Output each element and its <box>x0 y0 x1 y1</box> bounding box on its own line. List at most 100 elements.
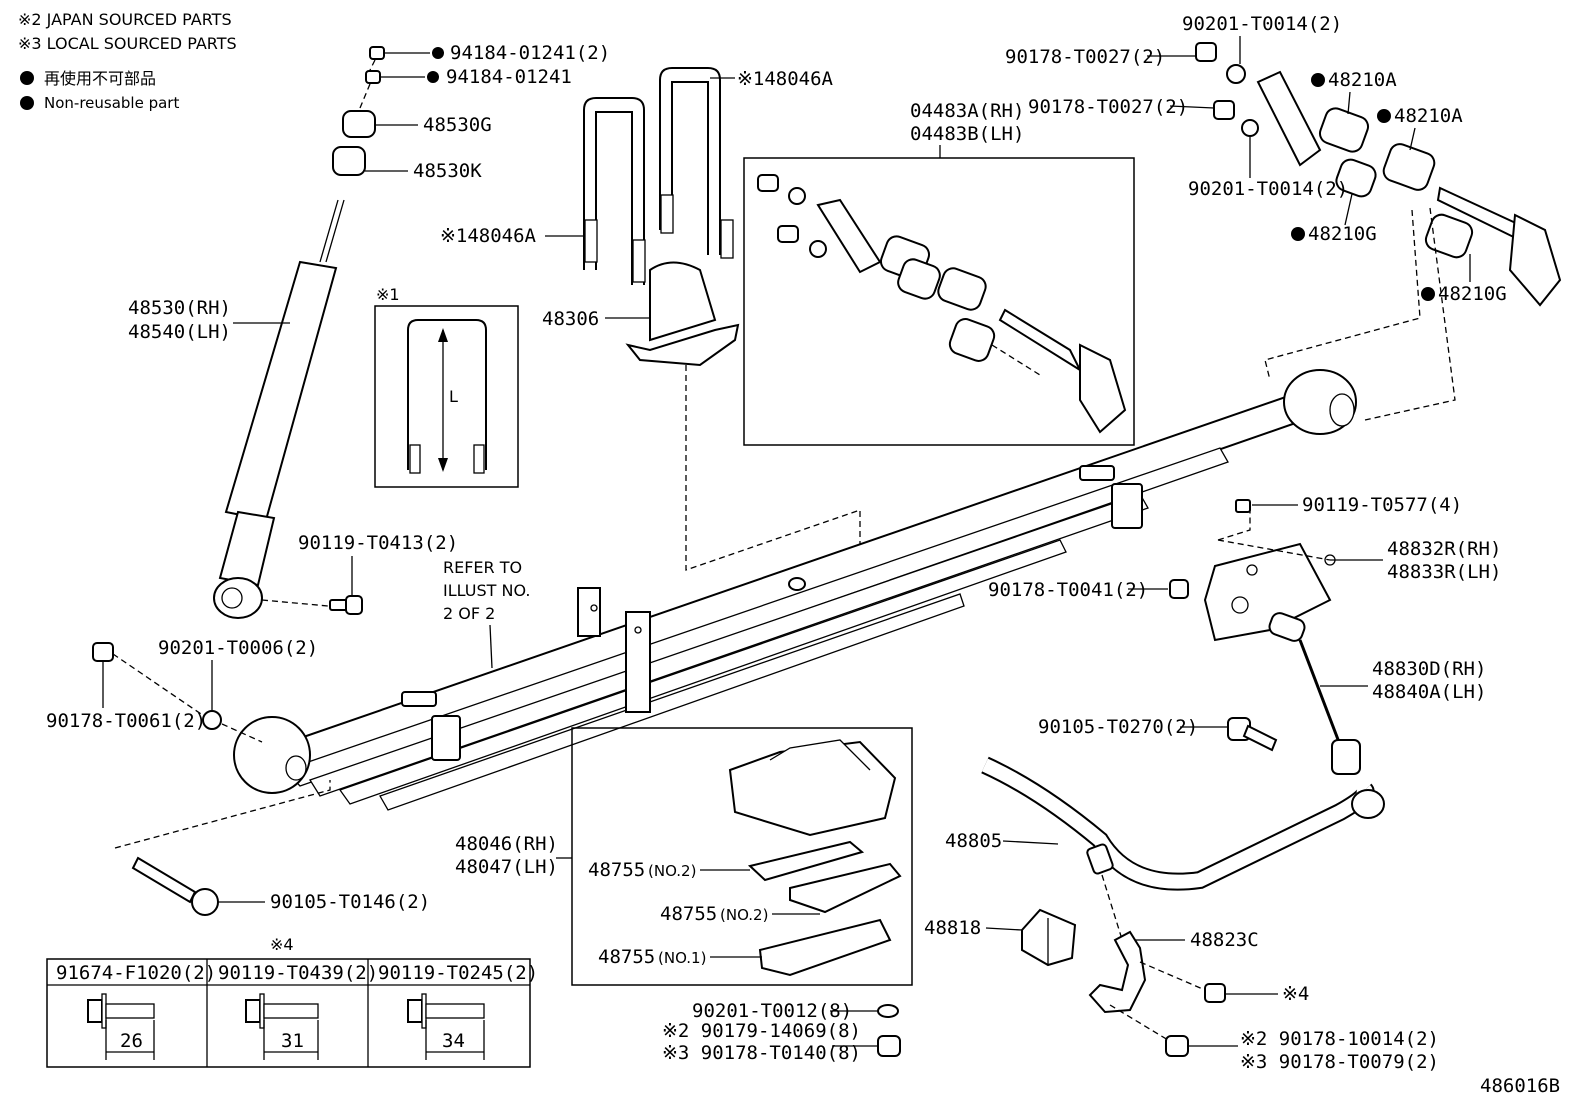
shock-body-icon <box>224 260 338 522</box>
bolt-icon <box>245 999 261 1023</box>
label-48046a-left: ※148046A <box>440 225 537 247</box>
label-90119-t0577: 90119-T0577(4) <box>1302 494 1462 516</box>
label-48805: 48805 <box>945 830 1002 852</box>
legend-nonreuse-en: Non-reusable part <box>44 94 179 112</box>
inset-ref: ※1 <box>376 285 400 304</box>
legend-nonreuse-jp: 再使用不可部品 <box>44 69 156 88</box>
bolt-length-1: 26 <box>120 1030 143 1052</box>
label-48755-2-no: (NO.2) <box>720 906 768 924</box>
nut-icon <box>369 46 385 60</box>
label-48306: 48306 <box>542 308 599 330</box>
label-48818: 48818 <box>924 917 981 939</box>
shackle-kit-parts <box>757 174 1127 434</box>
refer-text-3: 2 OF 2 <box>443 604 495 623</box>
label-90105-t0270: 90105-T0270(2) <box>1038 716 1198 738</box>
label-48540-lh: 48540(LH) <box>128 321 231 343</box>
label-90201-t0014-top: 90201-T0014(2) <box>1182 13 1342 35</box>
label-48530g: 48530G <box>423 114 492 136</box>
label-48755-3: 48755 <box>598 946 655 968</box>
stabilizer-clamp <box>1088 930 1147 1014</box>
label-48755-2: 48755 <box>660 903 717 925</box>
nut-icon <box>365 70 381 84</box>
label-90178-t0079: ※3 90178-T0079(2) <box>1240 1051 1439 1073</box>
label-48823c: 48823C <box>1190 929 1259 951</box>
bump-stop <box>625 261 740 367</box>
label-90178-t0140: ※3 90178-T0140(8) <box>662 1042 861 1064</box>
label-90178-t0061: 90178-T0061(2) <box>46 710 206 732</box>
legend-local: ※3 LOCAL SOURCED PARTS <box>18 34 237 53</box>
figure-code: 486016B <box>1480 1075 1560 1097</box>
label-90178-t0027-b: 90178-T0027(2) <box>1028 96 1188 118</box>
label-48833r-lh: 48833R(LH) <box>1387 561 1501 583</box>
inset-length-label: L <box>449 387 458 406</box>
bolt-table-header-3: 90119-T0245(2) <box>378 962 538 984</box>
label-48210g-1: 48210G <box>1308 223 1377 245</box>
u-bolts <box>583 67 734 285</box>
label-48755-1: 48755 <box>588 859 645 881</box>
bolt-length-2: 31 <box>281 1030 304 1052</box>
label-48755-1-no: (NO.2) <box>648 862 696 880</box>
label-48047-lh: 48047(LH) <box>455 856 558 878</box>
label-48830d-rh: 48830D(RH) <box>1372 658 1486 680</box>
stabilizer-bushing <box>1021 908 1077 967</box>
u-bolt-length-inset <box>374 305 519 488</box>
nut-90178-t0061-icon <box>92 642 114 662</box>
spring-seat-parts <box>728 739 902 977</box>
bolt-table-header-2: 90119-T0439(2) <box>218 962 378 984</box>
washer-90201-t0006-icon <box>202 710 222 730</box>
label-48840a-lh: 48840A(LH) <box>1372 681 1486 703</box>
spring-front-eye-icon <box>233 716 311 794</box>
label-48755-3-no: (NO.1) <box>658 949 706 967</box>
label-48046a-top: ※148046A <box>737 68 834 90</box>
label-48210a-1: 48210A <box>1328 69 1397 91</box>
label-04483b-lh: 04483B(LH) <box>910 123 1024 145</box>
rear-shackle <box>1195 42 1562 307</box>
label-90179-14069: ※2 90179-14069(8) <box>662 1020 861 1042</box>
nonreusable-dot-icon <box>20 71 34 85</box>
label-48210a-2: 48210A <box>1394 105 1463 127</box>
label-star4: ※4 <box>1282 983 1309 1005</box>
bolt-90105-t0146 <box>131 856 219 916</box>
bushing-icon <box>332 146 366 176</box>
label-48046-rh: 48046(RH) <box>455 833 558 855</box>
label-90178-t0027-a: 90178-T0027(2) <box>1005 46 1165 68</box>
label-90105-t0146: 90105-T0146(2) <box>270 891 430 913</box>
label-90119-t0413: 90119-T0413(2) <box>298 532 458 554</box>
washer-90201-t0012-icon <box>877 1004 899 1018</box>
bushing-icon <box>342 110 376 138</box>
label-90201-t0012: 90201-T0012(8) <box>692 1000 852 1022</box>
label-48530-rh: 48530(RH) <box>128 297 231 319</box>
bolt-90119-t0413 <box>329 595 363 615</box>
bolt-icon <box>407 999 423 1023</box>
refer-text-1: REFER TO <box>443 558 522 577</box>
label-90201-t0014-b: 90201-T0014(2) <box>1188 178 1348 200</box>
label-48832r-rh: 48832R(RH) <box>1387 538 1501 560</box>
label-90178-10014: ※2 90178-10014(2) <box>1240 1028 1439 1050</box>
label-94184-01241-2: 94184-01241(2) <box>450 42 610 64</box>
stabilizer-link <box>1268 612 1361 775</box>
spring-seat-box <box>571 727 913 986</box>
bolt-table-header-1: 91674-F1020(2) <box>56 962 216 984</box>
label-94184-01241: 94184-01241 <box>446 66 572 88</box>
nut-90178-10014-icon <box>1165 1035 1189 1057</box>
bolt-icon <box>87 999 103 1023</box>
bolt-table: 91674-F1020(2) 90119-T0439(2) 90119-T024… <box>46 958 538 1068</box>
legend: ※2 JAPAN SOURCED PARTS ※3 LOCAL SOURCED … <box>18 10 237 112</box>
shackle-kit-box <box>743 157 1135 446</box>
leaf-spring <box>233 369 1357 811</box>
label-90201-t0006: 90201-T0006(2) <box>158 637 318 659</box>
bolt-table-title: ※4 <box>270 935 294 954</box>
bolt-90105-t0270 <box>1227 717 1278 752</box>
bolt-star4-icon <box>1204 983 1226 1003</box>
label-48530k: 48530K <box>413 160 482 182</box>
stabilizer-bracket <box>1169 499 1336 642</box>
bolt-length-3: 34 <box>442 1030 465 1052</box>
label-04483a-rh: 04483A(RH) <box>910 100 1024 122</box>
refer-text-2: ILLUST NO. <box>443 581 530 600</box>
nut-90179-14069-icon <box>877 1035 901 1057</box>
label-48210g-2: 48210G <box>1438 283 1507 305</box>
nonreusable-dot-icon <box>20 96 34 110</box>
label-90178-t0041: 90178-T0041(2) <box>988 579 1148 601</box>
shock-absorber <box>213 46 385 619</box>
